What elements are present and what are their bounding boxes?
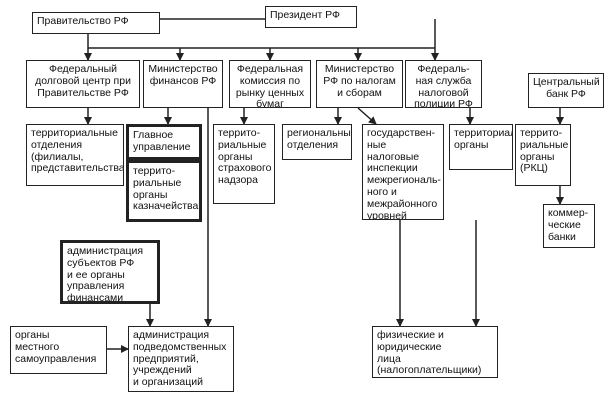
police-bodies-box: территориальные органы [449, 124, 513, 170]
president-box: Президент РФ [265, 6, 357, 28]
central-bank-box: Центральный банк РФ [528, 73, 604, 108]
taxpayers-box: физические и юридические лица (налогопла… [372, 326, 498, 378]
regional-admin-box: администрация субъектов РФ и ее органы у… [60, 240, 160, 304]
tax-ministry-box: Министерство РФ по налогам и сборам [316, 60, 403, 108]
treasury-bodies-box: террито- риальные органы казначейства [126, 160, 202, 222]
main-department-box: Главное управление [126, 124, 202, 160]
tax-inspections-box: государствен- ные налоговые инспекции ме… [362, 124, 444, 220]
debt-branches-box: территориальные отделения (филиалы, пред… [26, 124, 124, 186]
minfin-box: Министерство финансов РФ [143, 60, 223, 108]
securities-commission-box: Федеральная комиссия по рынку ценных бум… [229, 60, 311, 108]
regional-offices-box: региональные отделения [282, 124, 352, 160]
rkc-box: террито- риальные органы (РКЦ) [515, 124, 571, 186]
enterprises-admin-box: администрация подведомственных предприят… [128, 326, 234, 392]
debt-center-box: Федеральный долговой центр при Правитель… [26, 60, 140, 108]
tax-police-box: Федераль- ная служба налоговой полиции Р… [405, 60, 482, 108]
commercial-banks-box: коммер- ческие банки [543, 204, 595, 248]
government-box: Правительство РФ [32, 12, 160, 34]
insurance-bodies-box: террито- риальные органы страхового надз… [213, 124, 275, 204]
local-gov-box: органы местного самоуправления [10, 326, 107, 374]
